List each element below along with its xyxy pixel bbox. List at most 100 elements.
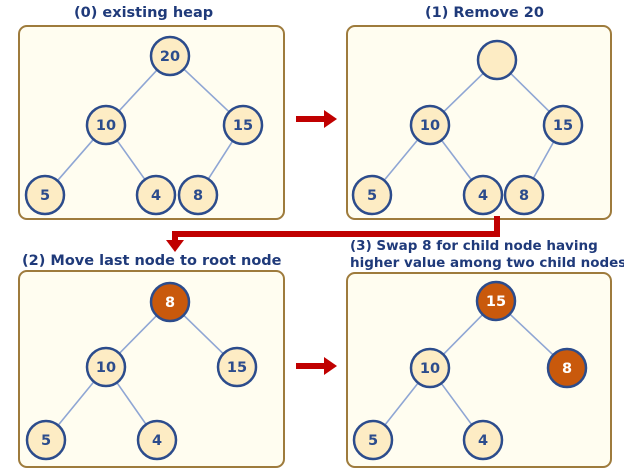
arrow-right-bottom	[296, 357, 337, 375]
heap-node-root: 20	[149, 35, 191, 77]
heap-node-right: 15	[542, 104, 584, 146]
heap-node-lr: 4	[462, 174, 504, 216]
heap-node-root: 8	[149, 281, 191, 323]
tree-edge-root-right	[183, 314, 224, 355]
tree-edge-left-ll	[56, 138, 95, 182]
node-value: 8	[193, 188, 203, 204]
panel-remove-20: 10 15 5 4 8	[346, 25, 612, 220]
node-circle	[177, 174, 219, 216]
heap-tree: 10 15 5 4 8	[351, 39, 584, 216]
node-circle	[25, 419, 67, 461]
node-circle	[85, 346, 127, 388]
panel-swap: 15 10 8 5 4	[346, 272, 612, 468]
tree-edge-root-left	[118, 69, 158, 112]
node-value: 15	[486, 294, 506, 310]
node-circle	[149, 281, 191, 323]
heap-node-right: 15	[222, 104, 264, 146]
node-value: 15	[553, 118, 573, 134]
heap-node-ll: 5	[351, 174, 393, 216]
tree-edge-root-left	[118, 314, 158, 355]
node-value: 5	[41, 433, 51, 449]
node-value: 8	[562, 361, 572, 377]
node-circle	[503, 174, 545, 216]
node-value: 15	[233, 118, 253, 134]
node-value: 4	[478, 188, 488, 204]
node-circle	[352, 419, 394, 461]
node-circle	[475, 280, 517, 322]
node-value: 10	[96, 118, 116, 134]
arrow-right-top	[296, 110, 337, 128]
heap-node-rl: 8	[503, 174, 545, 216]
tree-edge-left-lr	[116, 139, 146, 181]
tree-edge-left-ll	[57, 381, 95, 426]
heap-node-ll: 5	[24, 174, 66, 216]
caption-swap-line-1: (3) Swap 8 for child node having	[350, 238, 598, 254]
node-circle	[24, 174, 66, 216]
tree-edge-root-right	[183, 68, 230, 113]
tree-edge-right-rl	[532, 141, 555, 179]
node-circle	[409, 347, 451, 389]
node-circle	[546, 347, 588, 389]
heap-node-lr: 4	[135, 174, 177, 216]
heap-node-right: 15	[216, 346, 258, 388]
heap-node-left: 10	[85, 104, 127, 146]
node-value: 20	[160, 49, 180, 65]
node-circle	[85, 104, 127, 146]
node-circle	[351, 174, 393, 216]
tree-edge-left-ll	[384, 382, 419, 426]
heap-node-right: 8	[546, 347, 588, 389]
node-value: 15	[227, 360, 247, 376]
caption-existing-heap: (0) existing heap	[74, 5, 214, 21]
node-circle	[136, 419, 178, 461]
node-value: 4	[478, 433, 488, 449]
heap-node-root	[476, 39, 518, 81]
node-value: 5	[40, 188, 50, 204]
tree-edge-root-right	[509, 313, 554, 356]
heap-node-left: 10	[409, 347, 451, 389]
heap-node-ll: 5	[352, 419, 394, 461]
tree-edge-left-lr	[116, 382, 147, 425]
caption-swap-line-2: higher value among two child nodes	[350, 255, 624, 271]
heap-node-lr: 4	[136, 419, 178, 461]
node-value: 10	[420, 361, 440, 377]
node-circle	[149, 35, 191, 77]
heap-node-root: 15	[475, 280, 517, 322]
heap-node-lr: 4	[462, 419, 504, 461]
node-circle	[216, 346, 258, 388]
heap-tree: 8 10 15 5 4	[25, 281, 258, 461]
node-value: 4	[152, 433, 162, 449]
panel-existing-heap: 20 10 15 5 4 8	[18, 25, 285, 220]
tree-edge-left-lr	[440, 139, 473, 181]
tree-edge-right-rl	[207, 140, 234, 180]
node-circle	[222, 104, 264, 146]
node-value: 5	[368, 433, 378, 449]
node-circle	[462, 174, 504, 216]
heap-tree: 15 10 8 5 4	[352, 280, 588, 461]
node-circle	[409, 104, 451, 146]
node-circle	[462, 419, 504, 461]
node-value: 8	[519, 188, 529, 204]
heap-node-left: 10	[85, 346, 127, 388]
caption-remove-20: (1) Remove 20	[425, 5, 544, 21]
node-value: 5	[367, 188, 377, 204]
node-circle	[476, 39, 518, 81]
tree-edge-root-left	[443, 72, 484, 113]
heap-node-left: 10	[409, 104, 451, 146]
panel-move-last-node: 8 10 15 5 4	[18, 270, 285, 468]
tree-edge-root-left	[442, 313, 484, 356]
arrow-down-left	[166, 216, 500, 252]
heap-node-ll: 5	[25, 419, 67, 461]
node-value: 8	[165, 295, 175, 311]
heap-tree: 20 10 15 5 4 8	[24, 35, 264, 216]
tree-edge-left-ll	[383, 139, 419, 181]
node-circle	[542, 104, 584, 146]
node-value: 4	[151, 188, 161, 204]
node-value: 10	[96, 360, 116, 376]
tree-edge-left-lr	[440, 382, 473, 426]
node-circle	[135, 174, 177, 216]
heap-node-rl: 8	[177, 174, 219, 216]
caption-move-last-node: (2) Move last node to root node	[22, 253, 282, 269]
node-value: 10	[420, 118, 440, 134]
tree-edge-root-right	[509, 72, 551, 113]
